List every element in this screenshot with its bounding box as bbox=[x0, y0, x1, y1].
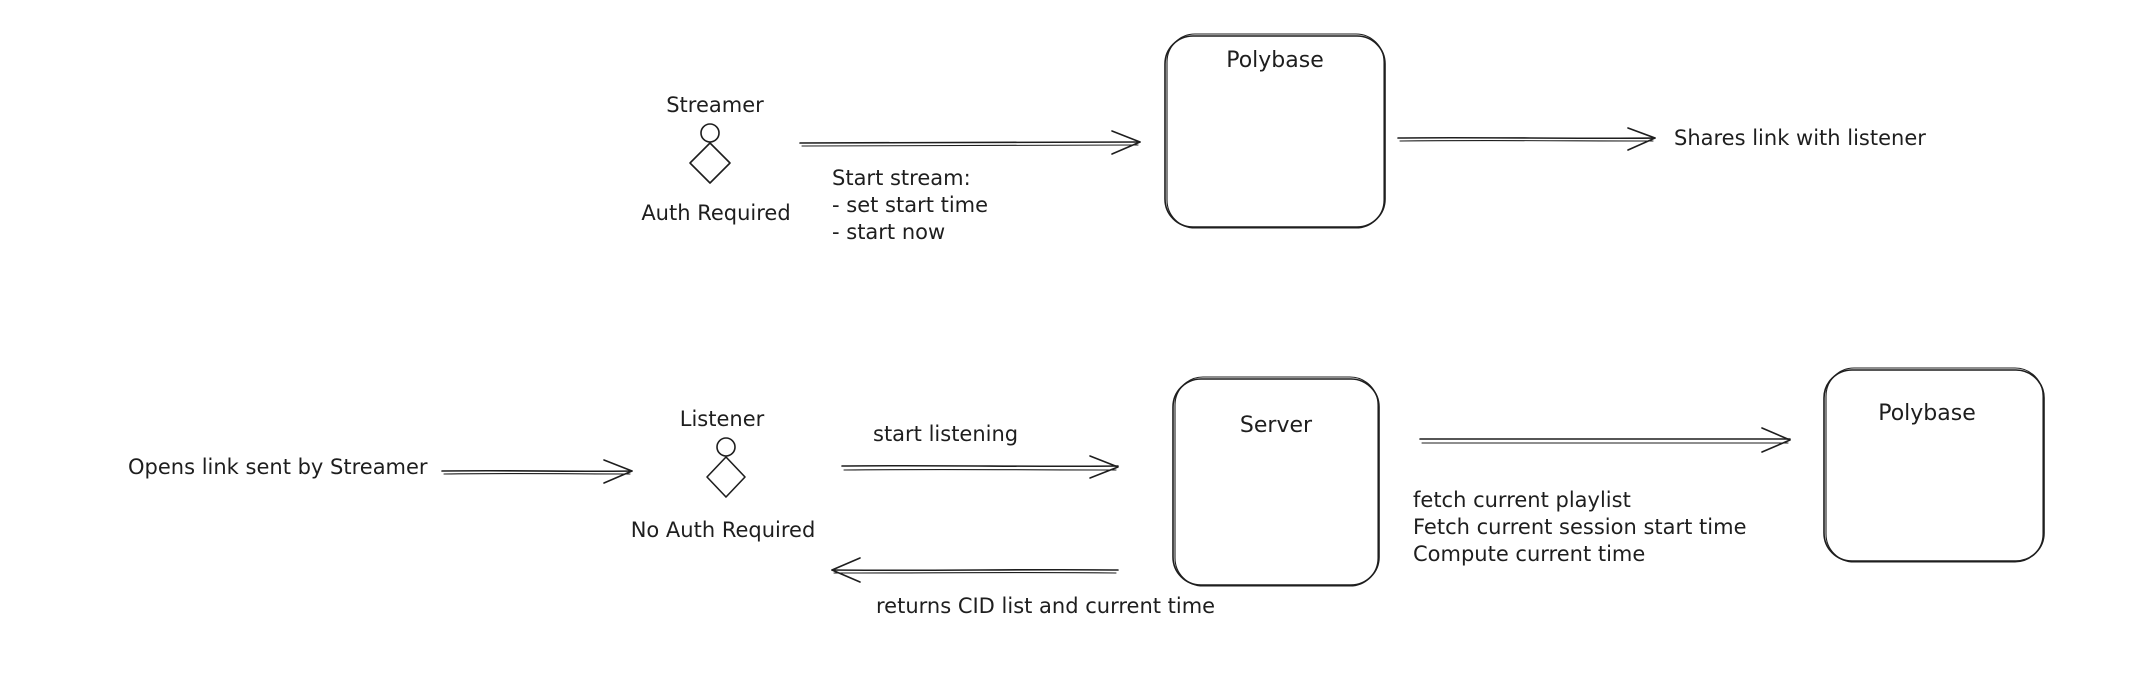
share-link-label: Shares link with listener bbox=[1674, 126, 1926, 150]
actor-icon bbox=[689, 123, 731, 184]
start-stream-label: Start stream: - set start time - start n… bbox=[832, 166, 988, 244]
server-action-2: Fetch current session start time bbox=[1413, 515, 1747, 539]
polybase-box-top: Polybase bbox=[1164, 33, 1386, 229]
listener-title: Listener bbox=[680, 407, 765, 431]
start-stream-line-3: - start now bbox=[832, 220, 945, 244]
streamer-actor: Streamer Auth Required bbox=[641, 93, 790, 225]
start-listening-label: start listening bbox=[873, 422, 1018, 446]
streamer-auth-note: Auth Required bbox=[641, 201, 790, 225]
arrow-server-to-polybase bbox=[1419, 427, 1791, 453]
start-stream-line-2: - set start time bbox=[832, 193, 988, 217]
returns-label: returns CID list and current time bbox=[876, 594, 1215, 618]
polybase-top-title: Polybase bbox=[1226, 48, 1324, 73]
polybase-bottom-title: Polybase bbox=[1878, 401, 1976, 426]
server-title: Server bbox=[1240, 413, 1313, 438]
arrow-link-to-listener bbox=[441, 459, 633, 484]
server-action-3: Compute current time bbox=[1413, 542, 1645, 566]
listener-auth-note: No Auth Required bbox=[631, 518, 816, 542]
arrow-listener-to-server bbox=[841, 455, 1119, 479]
arrow-server-to-listener bbox=[831, 557, 1119, 583]
start-stream-line-1: Start stream: bbox=[832, 166, 971, 190]
arrow-streamer-to-polybase bbox=[799, 130, 1141, 155]
server-actions-label: fetch current playlist Fetch current ses… bbox=[1413, 488, 1747, 566]
polybase-box-bottom: Polybase bbox=[1823, 367, 2045, 563]
opens-link-label: Opens link sent by Streamer bbox=[128, 455, 428, 479]
listener-actor: Listener No Auth Required bbox=[631, 407, 816, 542]
server-box: Server bbox=[1172, 376, 1380, 587]
actor-icon bbox=[706, 437, 746, 498]
server-action-1: fetch current playlist bbox=[1413, 488, 1631, 512]
streamer-title: Streamer bbox=[666, 93, 764, 117]
arrow-polybase-to-share bbox=[1397, 127, 1656, 151]
